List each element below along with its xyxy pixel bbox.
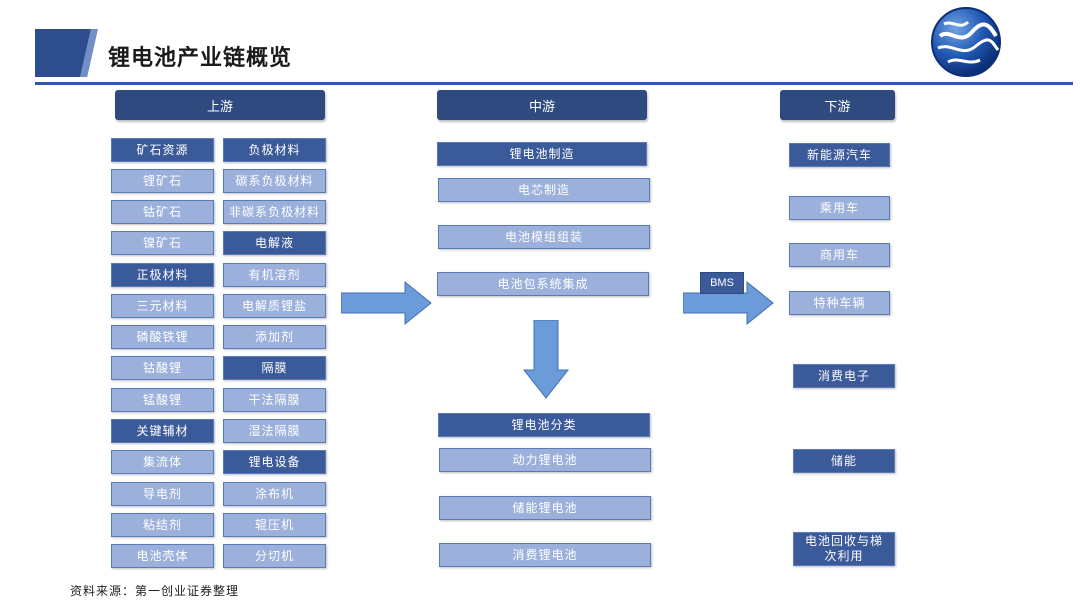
- upstream-item: 有机溶剂: [223, 263, 326, 287]
- downstream-item: 消费电子: [793, 364, 895, 388]
- bms-label: BMS: [700, 272, 744, 294]
- upstream-item: 锂矿石: [111, 169, 214, 193]
- upstream-item: 三元材料: [111, 294, 214, 318]
- downstream-item: 储能: [793, 449, 895, 473]
- upstream-item: 钴酸锂: [111, 356, 214, 380]
- downstream-header: 下游: [780, 90, 895, 120]
- upstream-item: 隔膜: [223, 356, 326, 380]
- upstream-item: 钴矿石: [111, 200, 214, 224]
- upstream-header: 上游: [115, 90, 325, 120]
- upstream-item: 矿石资源: [111, 138, 214, 162]
- globe-logo-icon: [931, 7, 1001, 77]
- upstream-item: 电解质锂盐: [223, 294, 326, 318]
- downstream-item: 乘用车: [789, 196, 890, 220]
- page-title: 锂电池产业链概览: [108, 46, 293, 71]
- upstream-item: 正极材料: [111, 263, 214, 287]
- upstream-item: 分切机: [223, 544, 326, 568]
- upstream-item: 集流体: [111, 450, 214, 474]
- midstream-item: 消费锂电池: [439, 543, 651, 567]
- source-note: 资料来源：第一创业证券整理: [70, 584, 240, 598]
- upstream-item: 粘结剂: [111, 513, 214, 537]
- title-divider: [35, 82, 1073, 85]
- upstream-item: 辊压机: [223, 513, 326, 537]
- upstream-item: 导电剂: [111, 482, 214, 506]
- midstream-item: 锂电池制造: [437, 142, 647, 166]
- downstream-item: 新能源汽车: [789, 143, 890, 167]
- downstream-item: 特种车辆: [789, 291, 890, 315]
- upstream-item: 磷酸铁锂: [111, 325, 214, 349]
- midstream-header: 中游: [437, 90, 647, 120]
- upstream-item: 非碳系负极材料: [223, 200, 326, 224]
- upstream-item: 湿法隔膜: [223, 419, 326, 443]
- midstream-item: 电池模组组装: [438, 225, 650, 249]
- upstream-item: 关键辅材: [111, 419, 214, 443]
- upstream-item: 碳系负极材料: [223, 169, 326, 193]
- upstream-item: 电池壳体: [111, 544, 214, 568]
- upstream-item: 镍矿石: [111, 231, 214, 255]
- upstream-item: 锰酸锂: [111, 388, 214, 412]
- midstream-item: 电芯制造: [438, 178, 650, 202]
- upstream-item: 涂布机: [223, 482, 326, 506]
- upstream-item: 电解液: [223, 231, 326, 255]
- upstream-item: 干法隔膜: [223, 388, 326, 412]
- right-arrow-icon: [341, 280, 432, 326]
- midstream-item: 储能锂电池: [439, 496, 651, 520]
- down-arrow-icon: [522, 320, 570, 399]
- upstream-item: 负极材料: [223, 138, 326, 162]
- midstream-item: 锂电池分类: [438, 413, 650, 437]
- downstream-item: 商用车: [789, 243, 890, 267]
- downstream-item: 电池回收与梯次利用: [793, 532, 895, 566]
- upstream-item: 锂电设备: [223, 450, 326, 474]
- midstream-item: 电池包系统集成: [437, 272, 649, 296]
- midstream-item: 动力锂电池: [439, 448, 651, 472]
- bms-arrow-icon: [683, 280, 774, 326]
- upstream-item: 添加剂: [223, 325, 326, 349]
